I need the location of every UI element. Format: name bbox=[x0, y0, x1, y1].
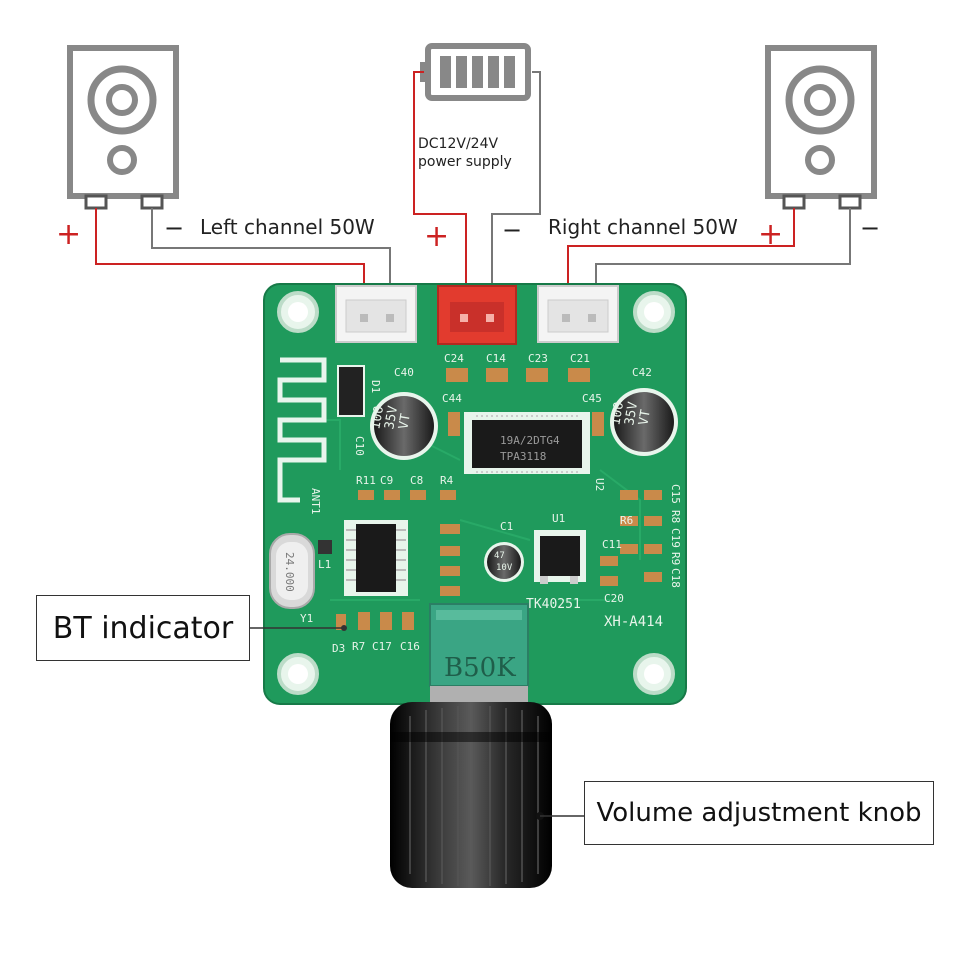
bt-indicator-callout: BT indicator bbox=[36, 595, 250, 661]
cap-small-line2: 10V bbox=[496, 563, 513, 573]
right-minus-sign: − bbox=[860, 214, 880, 242]
left-speaker-icon bbox=[67, 45, 179, 210]
left-channel-label: Left channel 50W bbox=[200, 215, 375, 239]
silk-r6: R6 bbox=[620, 514, 633, 527]
silk-c19: C19 bbox=[669, 528, 682, 548]
cap-small-line1: 47 bbox=[494, 551, 505, 561]
silk-ant1: ANT1 bbox=[309, 488, 322, 515]
right-channel-label: Right channel 50W bbox=[548, 215, 738, 239]
cap-right-line1: 100 bbox=[608, 401, 627, 427]
silk-c42: C42 bbox=[632, 366, 652, 379]
amplifier-chip bbox=[464, 412, 590, 474]
battery-icon bbox=[420, 43, 531, 101]
amp-chip-line2: TPA3118 bbox=[500, 450, 546, 463]
left-channel-connector bbox=[335, 285, 417, 343]
silk-c10: C10 bbox=[353, 436, 366, 456]
volume-knob-callout: Volume adjustment knob bbox=[584, 781, 934, 845]
electrolytic-cap-small bbox=[484, 542, 524, 582]
power-minus-sign: − bbox=[502, 216, 522, 244]
pcb-board: ANT1 C24 C14 C23 C21 D1 C40 C10 100 35V … bbox=[263, 283, 687, 708]
cap-right-line2: 35V bbox=[622, 401, 641, 427]
potentiometer bbox=[429, 603, 529, 708]
silk-c44: C44 bbox=[442, 392, 462, 405]
silk-c11: C11 bbox=[602, 538, 622, 551]
silk-c14: C14 bbox=[486, 352, 506, 365]
bt-indicator-text: BT indicator bbox=[52, 610, 234, 646]
amp-chip-line1: 19A/2DTG4 bbox=[500, 434, 560, 447]
silk-c8: C8 bbox=[410, 474, 423, 487]
silk-u1: U1 bbox=[552, 512, 565, 525]
silk-c1: C1 bbox=[500, 520, 513, 533]
power-connector bbox=[437, 285, 517, 345]
left-minus-sign: − bbox=[164, 214, 184, 242]
power-plus-sign: + bbox=[424, 219, 449, 254]
silk-c24: C24 bbox=[444, 352, 464, 365]
power-supply-label-line2: power supply bbox=[418, 154, 512, 170]
cap-left-line2: 35V bbox=[382, 405, 401, 431]
electrolytic-cap-left bbox=[370, 392, 438, 460]
board-model-label: XH-A414 bbox=[604, 614, 663, 630]
wires bbox=[95, 71, 851, 294]
silk-r7: R7 bbox=[352, 640, 365, 653]
silk-c45: C45 bbox=[582, 392, 602, 405]
top-smd-caps bbox=[446, 368, 590, 382]
cap-left-line3: VT bbox=[396, 412, 414, 430]
mounting-holes bbox=[277, 291, 675, 695]
bluetooth-chip bbox=[344, 520, 408, 596]
silk-d3: D3 bbox=[332, 642, 345, 655]
regulator-label: TK40251 bbox=[526, 597, 581, 612]
power-supply-label-line1: DC12V/24V bbox=[418, 136, 498, 152]
silk-d1: D1 bbox=[369, 380, 382, 393]
silk-r9: R9 bbox=[669, 552, 682, 565]
silk-u2: U2 bbox=[593, 478, 606, 491]
voltage-regulator bbox=[534, 530, 586, 584]
right-channel-connector bbox=[537, 285, 619, 343]
right-plus-sign: + bbox=[758, 217, 783, 252]
silk-c15: C15 bbox=[669, 484, 682, 504]
silk-l1: L1 bbox=[318, 558, 331, 571]
diode-d1 bbox=[337, 365, 365, 417]
silk-c40: C40 bbox=[394, 366, 414, 379]
volume-knob-text: Volume adjustment knob bbox=[596, 798, 922, 828]
silk-c18: C18 bbox=[669, 568, 682, 588]
cap-right-line3: VT bbox=[636, 408, 654, 426]
bluetooth-antenna-trace bbox=[277, 357, 327, 503]
right-speaker-icon bbox=[765, 45, 877, 210]
bt-indicator-dot bbox=[341, 625, 347, 631]
silk-c17: C17 bbox=[372, 640, 392, 653]
left-plus-sign: + bbox=[56, 217, 81, 252]
crystal-label: 24.000 bbox=[283, 552, 296, 592]
silk-y1: Y1 bbox=[300, 612, 313, 625]
silk-c21: C21 bbox=[570, 352, 590, 365]
crystal-oscillator bbox=[269, 533, 315, 609]
silk-c16: C16 bbox=[400, 640, 420, 653]
silk-c9: C9 bbox=[380, 474, 393, 487]
cap-left-line1: 100 bbox=[368, 405, 387, 431]
silk-c23: C23 bbox=[528, 352, 548, 365]
electrolytic-cap-right bbox=[610, 388, 678, 456]
volume-knob[interactable] bbox=[390, 702, 552, 888]
silk-r11: R11 bbox=[356, 474, 376, 487]
potentiometer-label: B50K bbox=[444, 653, 516, 683]
silk-r4: R4 bbox=[440, 474, 454, 487]
silk-c20: C20 bbox=[604, 592, 624, 605]
silk-r8: R8 bbox=[669, 510, 682, 523]
